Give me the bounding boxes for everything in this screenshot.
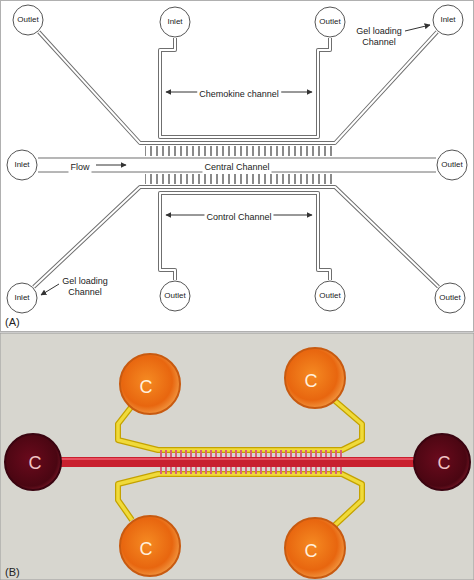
gel-pillars-photo xyxy=(158,450,342,457)
port-ring xyxy=(315,7,345,37)
leader-arrow xyxy=(41,284,59,295)
channel-label: Flow xyxy=(68,162,91,173)
gel-pillars-photo xyxy=(158,467,342,474)
channel-wall xyxy=(39,32,437,143)
photo-mark: C xyxy=(29,453,42,475)
port-ring xyxy=(7,150,37,180)
channel-label: Gel loading Channel xyxy=(56,276,114,298)
channel xyxy=(160,193,330,280)
port-ring xyxy=(160,7,190,37)
panel-letter: (B) xyxy=(5,566,20,579)
gel-pillars xyxy=(145,146,333,156)
port-ring xyxy=(7,283,37,313)
photo-mark: C xyxy=(140,377,153,399)
channel-label: Central Channel xyxy=(202,162,271,173)
port-label: Inlet xyxy=(14,294,29,303)
port-circle: Outlet xyxy=(12,4,44,36)
dark-reservoir xyxy=(5,434,61,490)
channel-lumen xyxy=(160,38,330,137)
leader-arrow xyxy=(405,25,430,31)
channel xyxy=(34,187,439,287)
red-channel-shine xyxy=(55,458,419,460)
photo-mark: C xyxy=(305,541,318,563)
channel-label: Gel loading Channel xyxy=(350,26,408,48)
gel-pillars xyxy=(145,174,333,184)
port-label: Outlet xyxy=(319,292,340,301)
port-circle: Outlet xyxy=(434,282,466,314)
port-label: Inlet xyxy=(440,16,455,25)
channel-wall xyxy=(160,193,330,280)
port-label: Inlet xyxy=(167,18,182,27)
port-ring xyxy=(435,283,465,313)
port-circle: Outlet xyxy=(314,6,346,38)
port-label: Outlet xyxy=(439,294,460,303)
orange-reservoir xyxy=(120,354,180,414)
port-label: Outlet xyxy=(319,18,340,27)
channel-wall xyxy=(160,38,330,137)
port-circle: Outlet xyxy=(159,280,191,312)
port-label: Outlet xyxy=(164,292,185,301)
photo-mark: C xyxy=(438,453,451,475)
port-label: Outlet xyxy=(17,16,38,25)
port-ring xyxy=(315,281,345,311)
red-channel xyxy=(55,457,419,467)
channel-label: Chemokine channel xyxy=(197,89,281,100)
channel-wall xyxy=(34,187,439,287)
port-circle: Inlet xyxy=(432,4,464,36)
channel-label: Control Channel xyxy=(204,212,273,223)
port-ring xyxy=(433,5,463,35)
flow-arrow xyxy=(96,165,126,166)
port-label: Outlet xyxy=(441,161,462,170)
channel-lumen xyxy=(39,32,437,143)
photo-mark: C xyxy=(305,371,318,393)
photo-mark: C xyxy=(140,539,153,561)
panel-a-frame xyxy=(1,1,474,332)
dark-reservoir xyxy=(414,434,470,490)
channel-lumen xyxy=(160,193,330,280)
channel xyxy=(160,38,330,137)
port-label: Inlet xyxy=(14,161,29,170)
port-ring xyxy=(13,5,43,35)
port-circle: Inlet xyxy=(159,6,191,38)
port-circle: Inlet xyxy=(6,149,38,181)
photo-ground xyxy=(0,333,474,580)
port-ring xyxy=(437,150,467,180)
channel xyxy=(39,32,437,143)
port-circle: Inlet xyxy=(6,282,38,314)
port-circle: Outlet xyxy=(436,149,468,181)
orange-reservoir xyxy=(285,348,345,408)
channel-lumen xyxy=(34,187,439,287)
port-ring xyxy=(160,281,190,311)
orange-reservoir xyxy=(120,516,180,576)
orange-reservoir xyxy=(285,518,345,578)
port-circle: Outlet xyxy=(314,280,346,312)
panel-letter: (A) xyxy=(5,316,20,329)
channel-wall xyxy=(38,158,436,173)
